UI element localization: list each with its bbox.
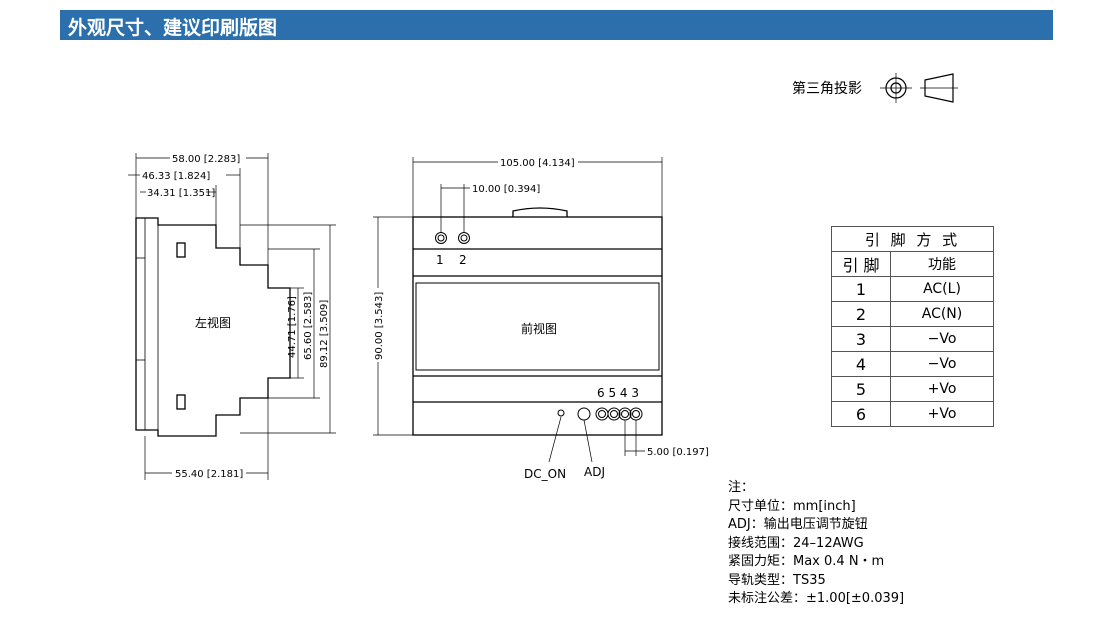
dim-left-width-small: 34.31 [1.351] (147, 188, 215, 199)
pin-function: −Vo (890, 351, 994, 377)
note-line: 紧固力矩：Max 0.4 N・m (728, 554, 885, 569)
front-dim-lines (373, 157, 663, 463)
pin-number: 3 (831, 326, 891, 352)
notes-heading: 注： (728, 480, 755, 495)
third-angle-projection-icon (880, 73, 958, 103)
dim-left-height-total: 89.12 [3.509] (319, 300, 330, 368)
dim-left-height-mid: 65.60 [2.583] (303, 292, 314, 360)
bottom-terminals-label: 6 5 4 3 (597, 386, 639, 400)
pin-number: 4 (831, 351, 891, 377)
pin-function: +Vo (890, 401, 994, 427)
dim-front-width: 105.00 [4.134] (500, 158, 575, 169)
terminal-2-label: 2 (459, 253, 467, 267)
left-dim-lines (128, 153, 336, 480)
pin-number: 1 (831, 276, 891, 302)
pin-function: AC(N) (890, 301, 994, 327)
front-view-outline (412, 207, 663, 436)
pin-number: 6 (831, 401, 891, 427)
function-column-header: 功能 (890, 251, 994, 277)
projection-label: 第三角投影 (792, 81, 862, 97)
terminal-1-label: 1 (436, 253, 444, 267)
table-row: 5 +Vo (831, 376, 994, 402)
adj-callout: ADJ (584, 465, 605, 479)
dim-left-height-inner: 44.71 [1.76] (287, 296, 298, 358)
dim-left-width-total: 58.00 [2.283] (172, 154, 240, 165)
table-row: 2 AC(N) (831, 301, 994, 327)
dim-left-width-mid: 46.33 [1.824] (142, 171, 210, 182)
table-row: 6 +Vo (831, 401, 994, 427)
dc-on-callout: DC_ON (524, 467, 566, 481)
pin-number: 2 (831, 301, 891, 327)
section-title: 外观尺寸、建议印刷版图 (68, 17, 278, 39)
top-terminal-screws (435, 232, 470, 244)
notes-block: 注： 尺寸单位：mm[inch] ADJ：输出电压调节旋钮 接线范围：24–12… (728, 479, 904, 609)
note-line: 导轨类型：TS35 (728, 572, 826, 588)
pin-column-header: 引 脚 (831, 251, 891, 277)
dim-bottom-terminal-pitch: 5.00 [0.197] (647, 447, 709, 458)
dim-front-terminal-pitch: 10.00 [0.394] (472, 184, 540, 195)
pin-number: 5 (831, 376, 891, 402)
pin-function: −Vo (890, 326, 994, 352)
pin-table-title: 引 脚 方 式 (831, 226, 994, 252)
left-view-label: 左视图 (195, 315, 231, 330)
bottom-terminal-screws (557, 407, 643, 421)
note-line: 接线范围：24–12AWG (728, 535, 864, 551)
table-row: 4 −Vo (831, 351, 994, 377)
dim-left-width-bottom: 55.40 [2.181] (175, 469, 243, 480)
section-header: 外观尺寸、建议印刷版图 (60, 10, 1053, 40)
pin-function: AC(L) (890, 276, 994, 302)
dim-front-height: 90.00 [3.543] (374, 292, 385, 360)
pin-function: +Vo (890, 376, 994, 402)
pin-assignment-table: 引 脚 方 式 引 脚 功能 1 AC(L) 2 AC(N) 3 −Vo 4 −… (831, 226, 994, 427)
note-line: ADJ：输出电压调节旋钮 (728, 517, 868, 532)
note-line: 未标注公差：±1.00[±0.039] (728, 591, 905, 606)
note-line: 尺寸单位：mm[inch] (728, 498, 856, 514)
table-row: 3 −Vo (831, 326, 994, 352)
table-row: 1 AC(L) (831, 276, 994, 302)
front-view-label: 前视图 (521, 321, 557, 336)
